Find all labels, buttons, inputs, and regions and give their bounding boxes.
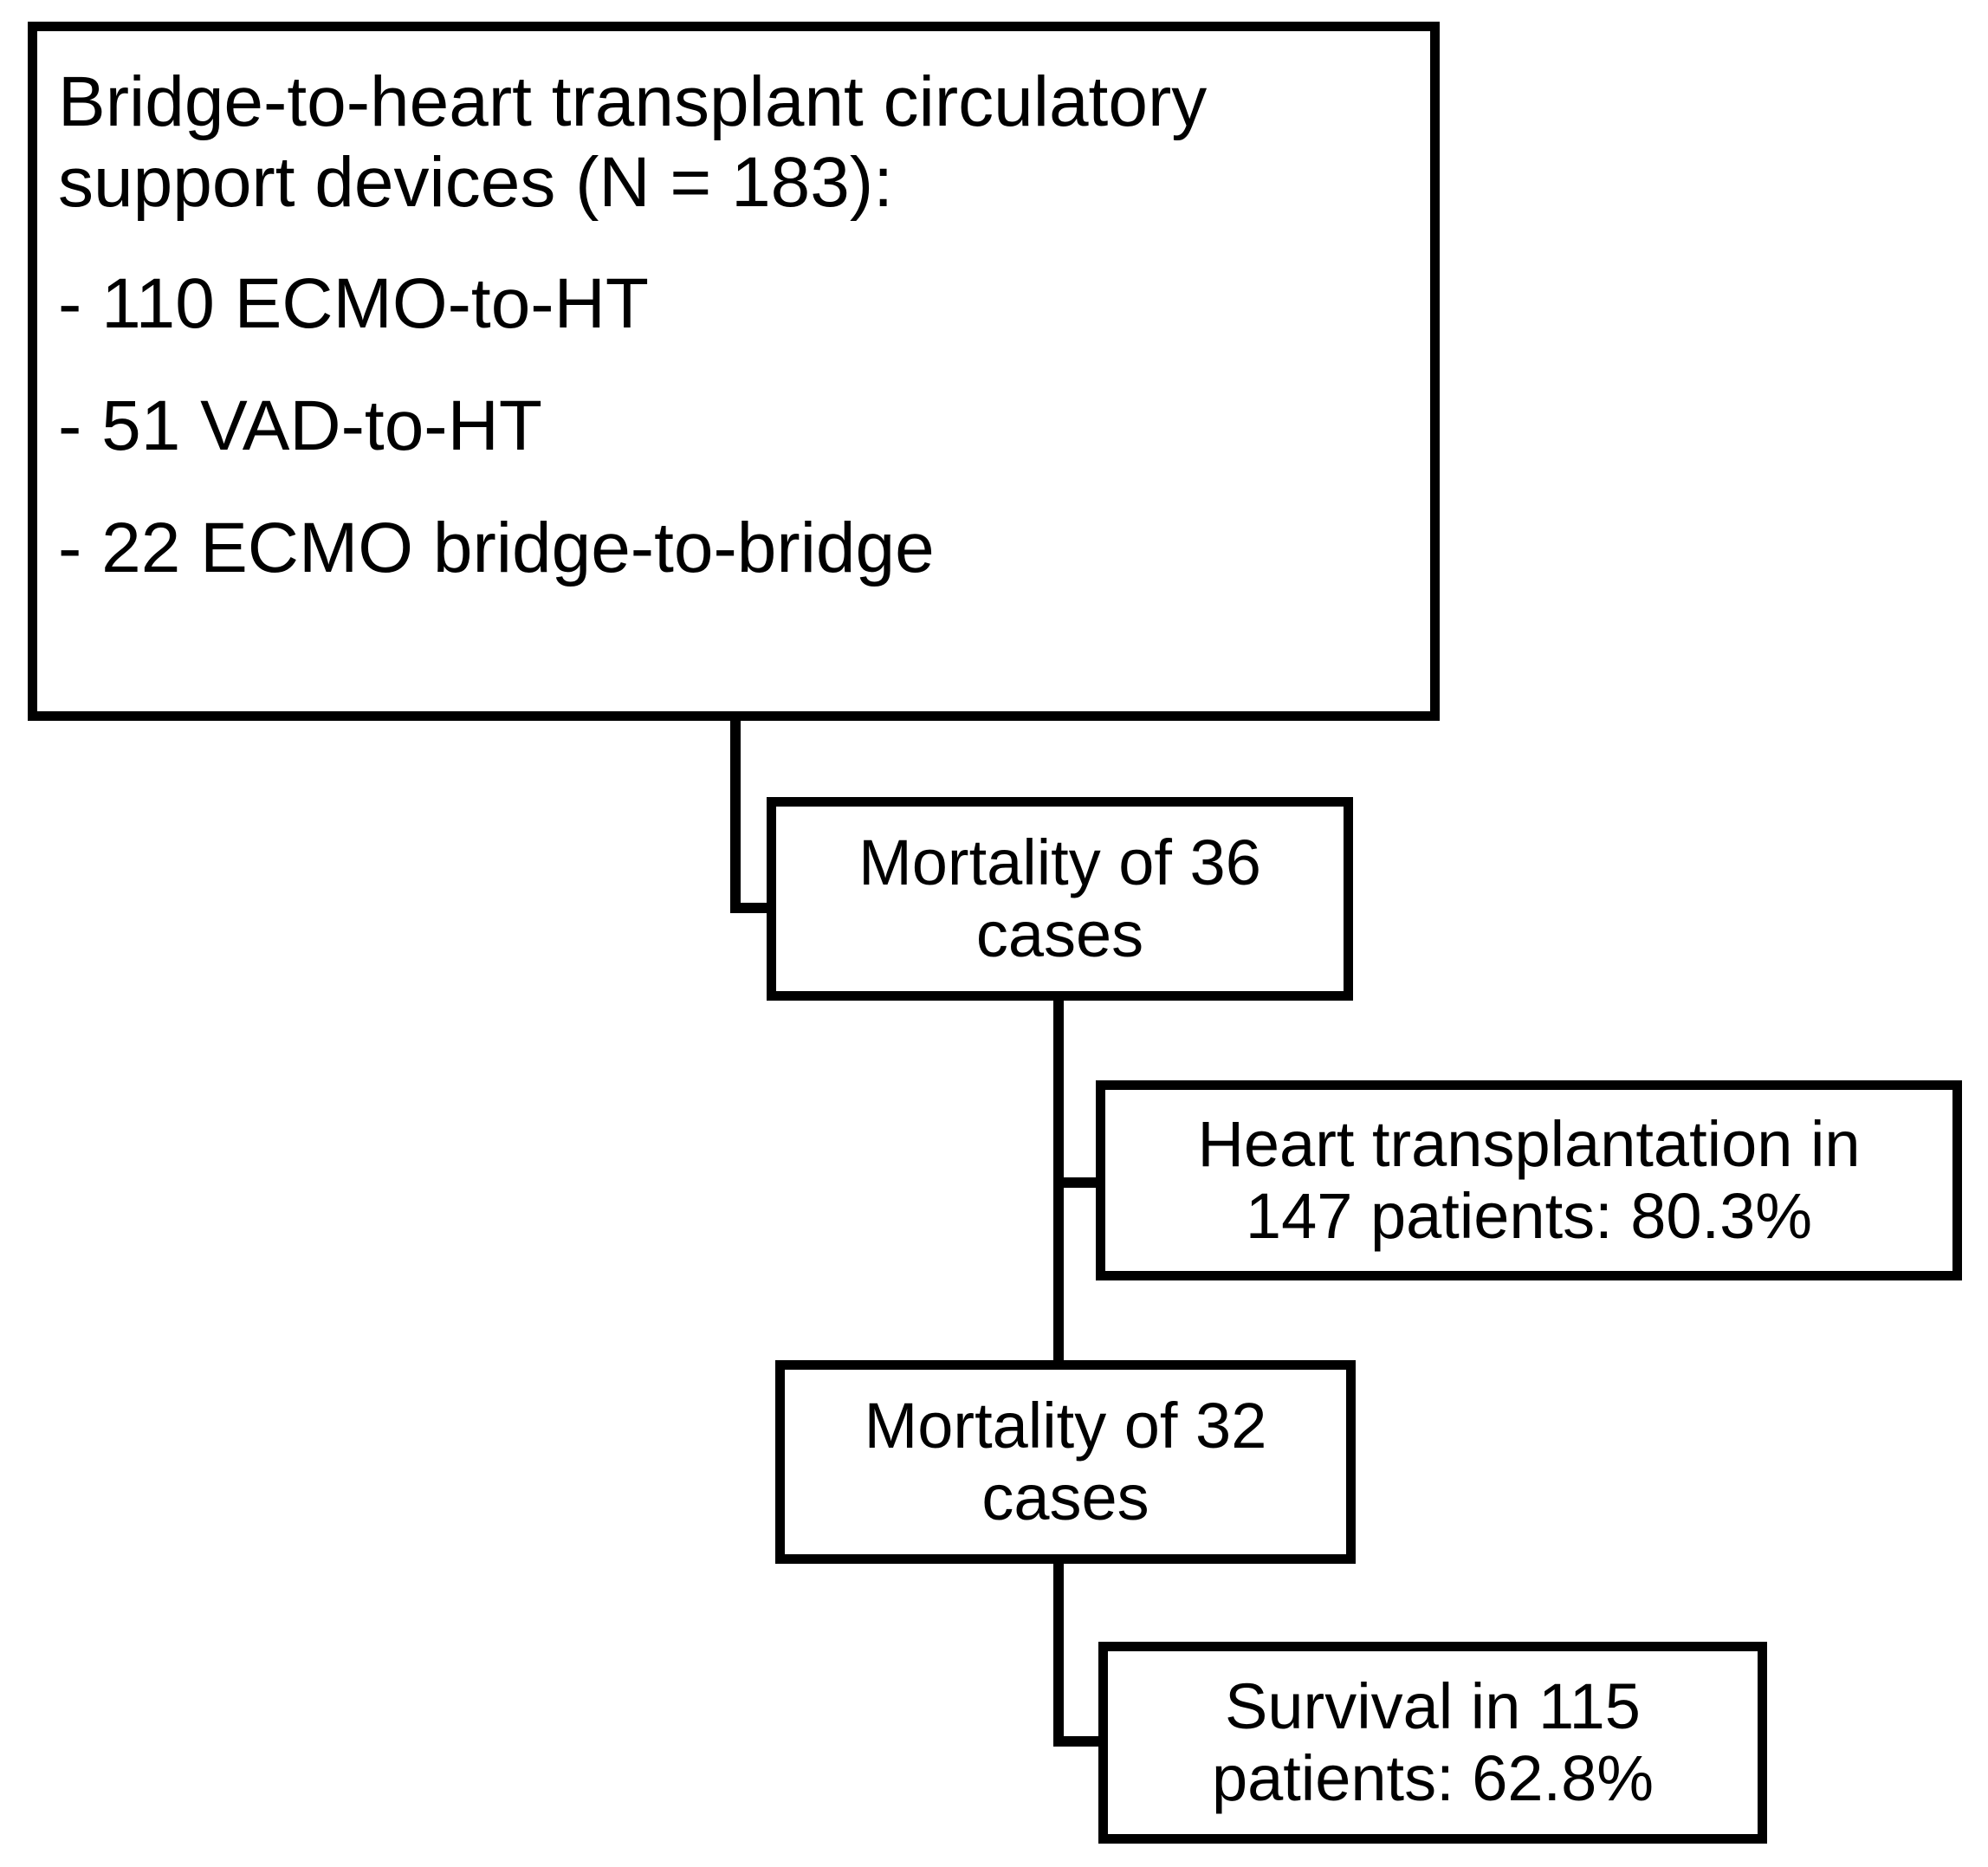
node-mortality-32-cases: Mortality of 32 cases <box>775 1360 1356 1564</box>
heart-transplantation-line-1: Heart transplantation in <box>1197 1107 1861 1180</box>
node-bridge-to-heart-transplant-devices: Bridge-to-heart transplant circulatory s… <box>28 22 1440 721</box>
root-bullet-ecmo-to-ht: - 110 ECMO-to-HT <box>58 264 649 344</box>
mortality36-line-2: cases <box>975 898 1144 970</box>
mortality32-line-2: cases <box>981 1461 1149 1533</box>
heart-transplantation-line-2: 147 patients: 80.3% <box>1245 1179 1813 1252</box>
root-bullet-vad-to-ht: - 51 VAD-to-HT <box>58 386 542 465</box>
connector-heart-transplantation-to-mortality32-vertical <box>1053 1177 1064 1365</box>
root-heading-line-2: support devices (N = 183): <box>58 142 893 222</box>
node-mortality-36-cases: Mortality of 36 cases <box>767 797 1353 1001</box>
connector-root-to-mortality36-vertical <box>730 716 741 913</box>
mortality36-line-1: Mortality of 36 <box>858 826 1261 898</box>
connector-mortality32-to-survival-vertical <box>1053 1559 1064 1747</box>
node-survival: Survival in 115 patients: 62.8% <box>1098 1642 1767 1844</box>
survival-line-2: patients: 62.8% <box>1211 1741 1655 1814</box>
root-heading-line-1: Bridge-to-heart transplant circulatory <box>58 62 1208 141</box>
node-heart-transplantation: Heart transplantation in 147 patients: 8… <box>1096 1080 1962 1280</box>
mortality32-line-1: Mortality of 32 <box>864 1389 1267 1462</box>
root-bullet-ecmo-bridge-to-bridge: - 22 ECMO bridge-to-bridge <box>58 508 935 587</box>
connector-mortality36-to-heart-transplantation-horizontal <box>1053 1177 1104 1188</box>
connector-mortality36-to-heart-transplantation-vertical <box>1053 995 1064 1193</box>
survival-line-1: Survival in 115 <box>1225 1669 1641 1742</box>
connector-mortality32-to-survival-horizontal <box>1053 1736 1107 1747</box>
